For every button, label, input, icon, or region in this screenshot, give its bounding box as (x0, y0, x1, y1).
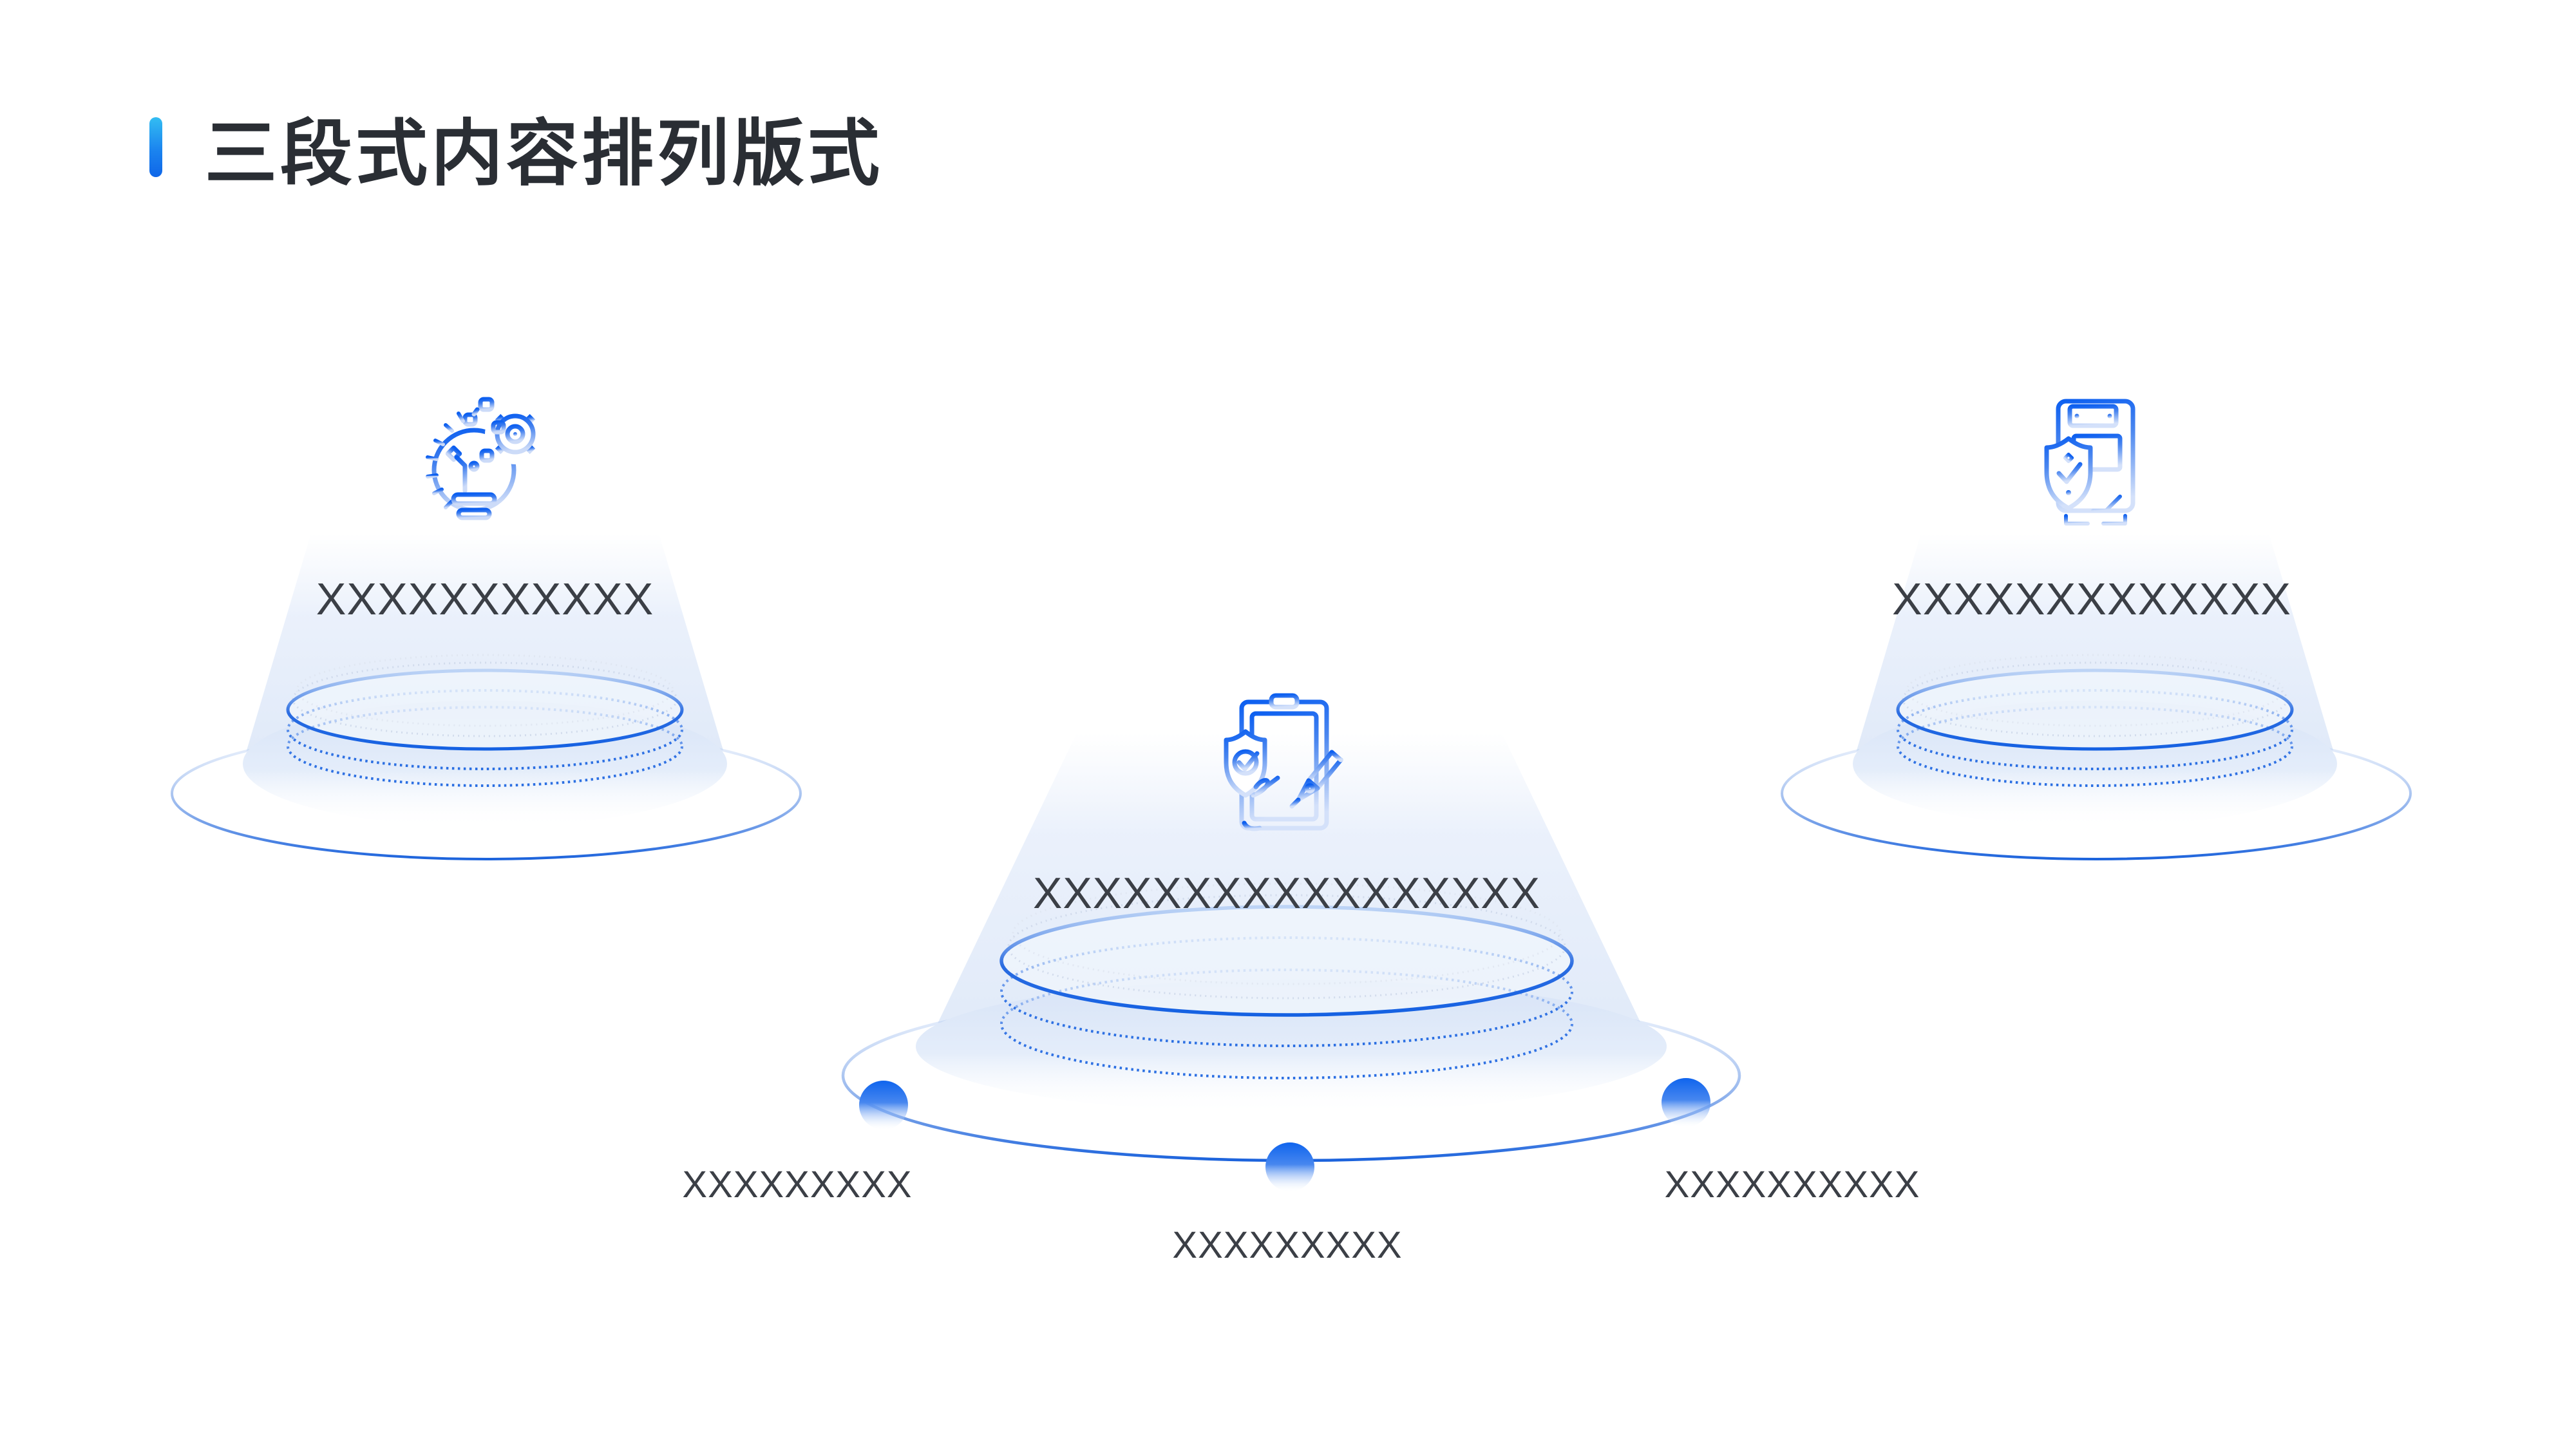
stage-point-label-left: XXXXXXXXX (682, 1164, 913, 1206)
podium-center-label: XXXXXXXXXXXXXXXXX (1032, 869, 1541, 918)
title-accent-bar (149, 117, 162, 177)
innovation-bulb-gear-icon (417, 394, 553, 542)
podium-right-label: XXXXXXXXXXXXX (1892, 574, 2291, 624)
stage-dot-bottom (1265, 1142, 1314, 1191)
shield-document-icon (2029, 396, 2161, 543)
page-title: 三段式内容排列版式 (205, 113, 883, 194)
podium-left-label: XXXXXXXXXXX (316, 574, 654, 624)
cylinder-dotted-ring-1 (1897, 689, 2293, 770)
cylinder-dotted-ring-2 (1000, 969, 1573, 1079)
podium-center-stage (841, 733, 1741, 1191)
stage-dot-right (1662, 1078, 1710, 1127)
stage-dot-left (859, 1081, 908, 1130)
cylinder-top-ring (286, 668, 684, 751)
cylinder-dotted-ring-1 (1000, 936, 1573, 1047)
cylinder-dotted-ring-1 (287, 689, 683, 770)
cylinder-top-ring (999, 905, 1574, 1017)
contract-sign-shield-icon (1216, 690, 1358, 842)
cylinder-dotted-ring-2 (287, 706, 683, 787)
stage-point-label-middle: XXXXXXXXX (1172, 1224, 1403, 1266)
podium-right-stage (1781, 533, 2412, 860)
podium-left-stage (171, 533, 802, 860)
stage-point-label-right: XXXXXXXXXX (1664, 1164, 1920, 1206)
cylinder-top-ring (1896, 668, 2294, 751)
cylinder-dotted-ring-2 (1897, 706, 2293, 787)
base-inner-ellipse (916, 980, 1667, 1113)
